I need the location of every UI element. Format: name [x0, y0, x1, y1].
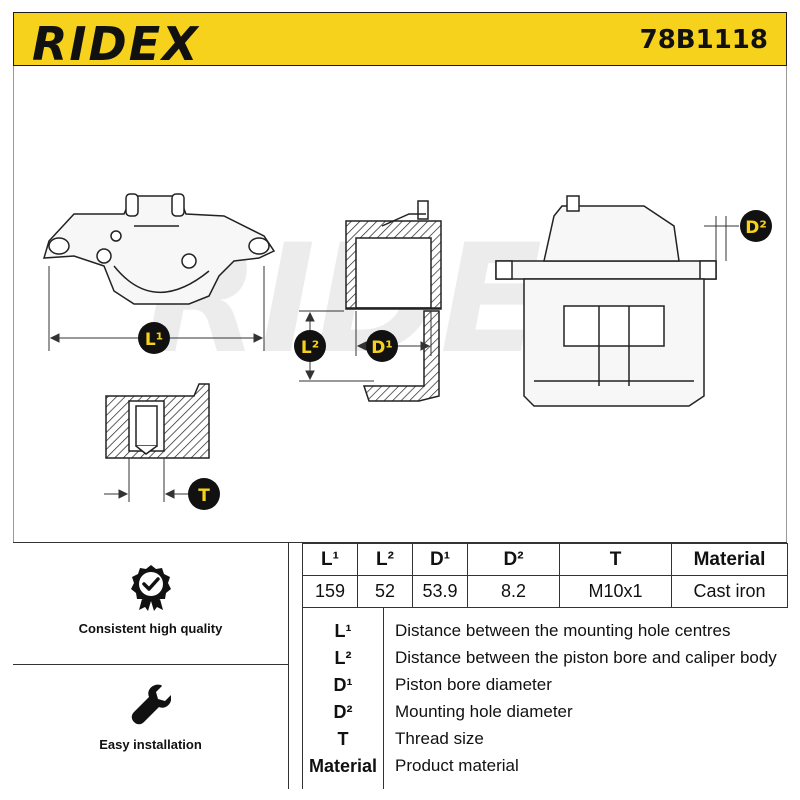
- specs-header-material: Material: [671, 543, 788, 576]
- specs-header-l1: L¹: [302, 543, 358, 576]
- quality-badge-icon: [130, 565, 171, 611]
- caliper-section-view: [345, 200, 442, 402]
- t-callout: T: [188, 478, 220, 510]
- brand-logo: RIDEX: [32, 17, 200, 71]
- d1-callout: D¹: [366, 330, 398, 362]
- specs-value-material: Cast iron: [671, 575, 788, 608]
- legend-separator: [383, 607, 384, 789]
- legend-item: L¹ Distance between the mounting hole ce…: [303, 618, 789, 644]
- feature-installation: Easy installation: [13, 683, 288, 752]
- specs-header-t: T: [559, 543, 672, 576]
- svg-text:D²: D²: [745, 218, 767, 238]
- specs-value-l2: 52: [357, 575, 413, 608]
- legend-item: D² Mounting hole diameter: [303, 699, 789, 725]
- legend-text: Mounting hole diameter: [395, 702, 573, 721]
- thread-detail-view: [105, 383, 210, 459]
- legend-key: T: [337, 729, 349, 749]
- legend-item: T Thread size: [303, 726, 789, 752]
- legend-item: Material Product material: [303, 753, 789, 779]
- specs-value-d2: 8.2: [467, 575, 560, 608]
- specs-value-row: 159 52 53.9 8.2 M10x1 Cast iron: [302, 575, 788, 608]
- wrench-icon: [131, 684, 171, 725]
- l2-callout: L²: [294, 330, 326, 362]
- legend-key: Material: [308, 756, 378, 776]
- legend-text: Thread size: [395, 729, 484, 748]
- section-divider: [288, 543, 289, 789]
- legend-text: Product material: [395, 756, 519, 775]
- specs-table: L¹ L² D¹ D² T Material 159 52 53.9 8.2 M…: [302, 543, 788, 608]
- t-dimension: [104, 458, 189, 502]
- specs-value-t: M10x1: [559, 575, 672, 608]
- legend-text: Piston bore diameter: [395, 675, 552, 694]
- svg-text:D¹: D¹: [371, 338, 393, 358]
- specs-value-l1: 159: [302, 575, 358, 608]
- specs-header-d2: D²: [467, 543, 560, 576]
- feature-quality-label: Consistent high quality: [78, 621, 223, 636]
- specs-value-d1: 53.9: [412, 575, 468, 608]
- info-section: Consistent high quality Easy installatio…: [13, 542, 788, 789]
- d2-dimension: [704, 216, 739, 261]
- technical-drawing: RIDEX L¹: [13, 66, 787, 542]
- specs-header-l2: L²: [357, 543, 413, 576]
- feature-quality: Consistent high quality: [13, 563, 288, 636]
- legend-key: L²: [334, 648, 352, 668]
- caliper-front-view: [42, 193, 276, 305]
- header-bar: RIDEX 78B1118: [13, 12, 787, 71]
- legend-key: L¹: [334, 621, 352, 641]
- legend-text: Distance between the mounting hole centr…: [395, 621, 731, 640]
- feature-divider: [13, 664, 288, 665]
- legend-key: D²: [333, 702, 353, 722]
- legend-list: L¹ Distance between the mounting hole ce…: [302, 607, 788, 789]
- part-number: 78B1118: [639, 25, 768, 55]
- svg-text:L¹: L¹: [145, 330, 163, 350]
- legend-key: D¹: [333, 675, 353, 695]
- svg-text:L²: L²: [301, 338, 319, 358]
- legend-text: Distance between the piston bore and cal…: [395, 648, 777, 667]
- feature-installation-label: Easy installation: [99, 737, 202, 752]
- legend-item: L² Distance between the piston bore and …: [303, 645, 789, 671]
- d2-callout: D²: [740, 210, 772, 242]
- l1-callout: L¹: [138, 322, 170, 354]
- caliper-side-view: [495, 195, 717, 407]
- legend-item: D¹ Piston bore diameter: [303, 672, 789, 698]
- specs-header-d1: D¹: [412, 543, 468, 576]
- svg-text:T: T: [198, 486, 210, 506]
- caliper-drawing-svg: RIDEX L¹: [42, 193, 772, 510]
- specs-header-row: L¹ L² D¹ D² T Material: [302, 543, 788, 576]
